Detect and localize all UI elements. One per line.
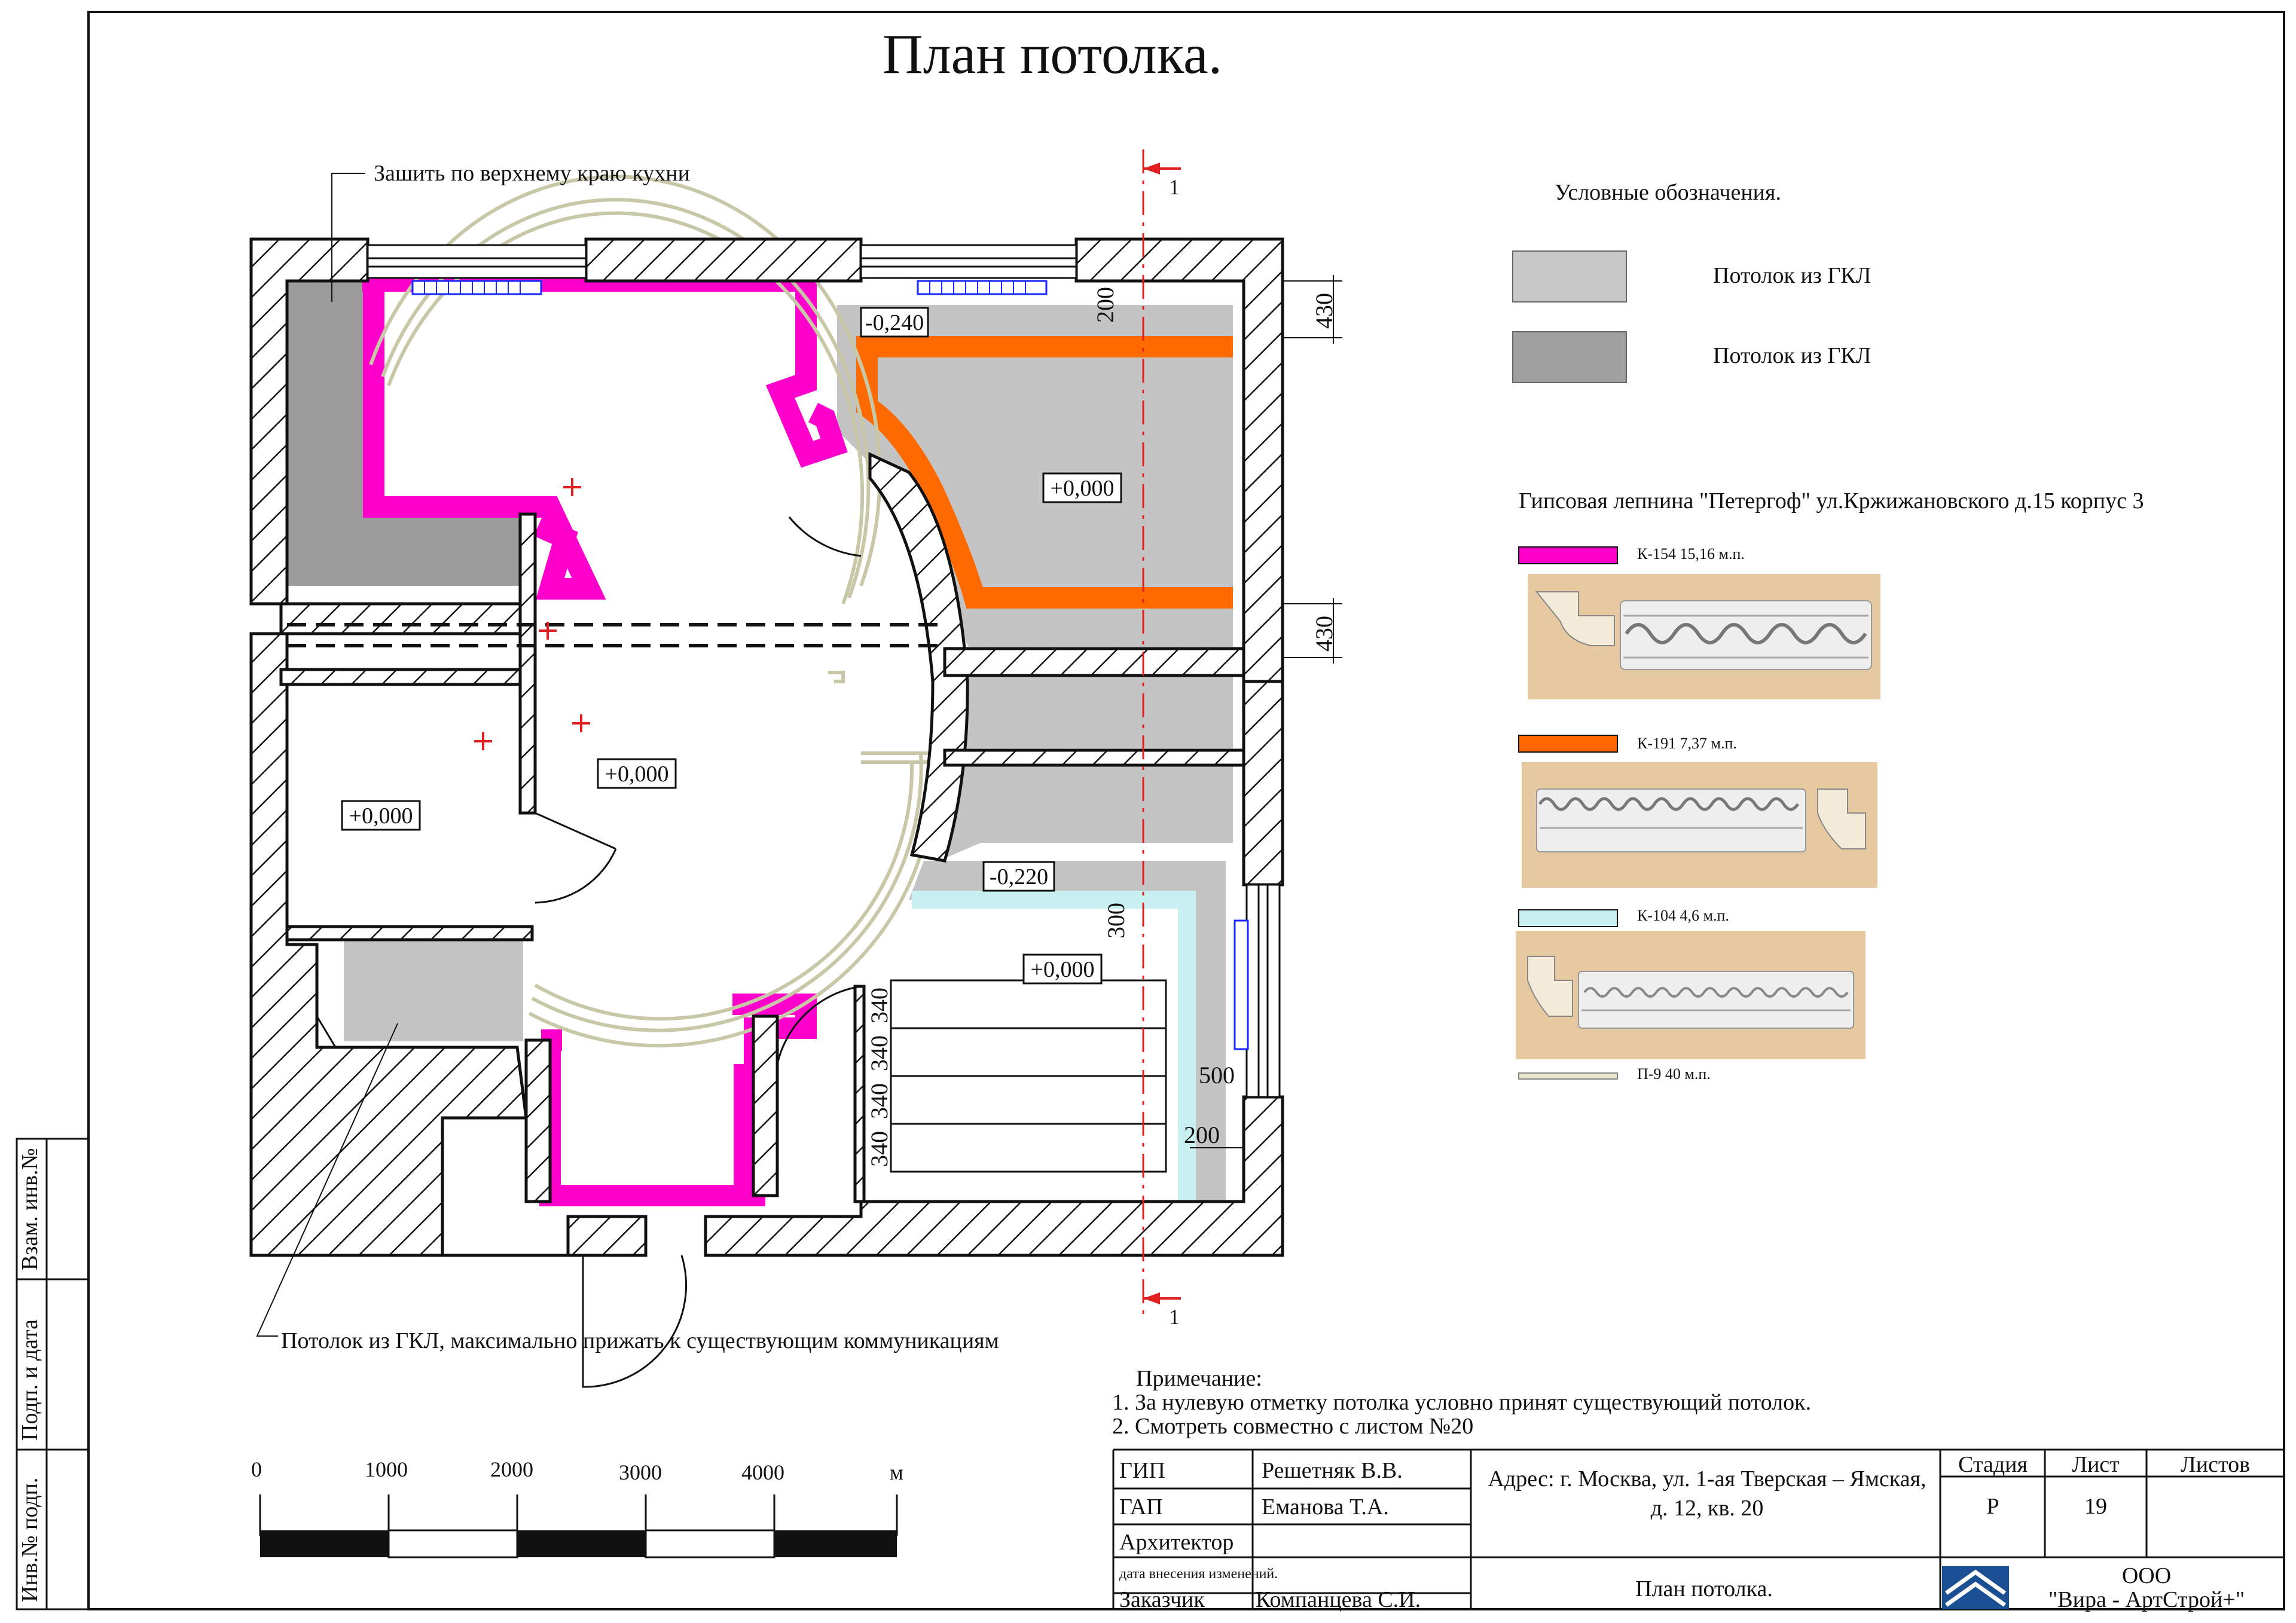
dashed-beam bbox=[287, 623, 945, 647]
scale-label-2000: 2000 bbox=[490, 1457, 533, 1481]
gkl-ceiling-dark bbox=[287, 281, 520, 586]
dim-340-d: 340 bbox=[866, 1131, 893, 1167]
scale-bar: 0 1000 2000 3000 4000 м bbox=[251, 1457, 903, 1558]
tb-sheet-value: 19 bbox=[2084, 1494, 2107, 1519]
tb-client-name: Компанцева С.И. bbox=[1256, 1587, 1421, 1612]
level-room-w: +0,000 bbox=[349, 803, 413, 829]
tb-gip-name: Решетняк В.В. bbox=[1262, 1458, 1403, 1483]
legend-swatch-dark bbox=[1512, 331, 1627, 383]
level-room-ne: +0,000 bbox=[1051, 476, 1115, 501]
level-room-se: +0,000 bbox=[1031, 957, 1095, 982]
light-fixtures bbox=[474, 478, 590, 750]
legend-swatch-light bbox=[1512, 250, 1627, 302]
molding-swatch-p9 bbox=[1518, 1072, 1618, 1080]
tb-gap-role: ГАП bbox=[1119, 1494, 1163, 1520]
molding-k104 bbox=[912, 891, 1196, 1202]
tb-stage-header: Стадия bbox=[1958, 1452, 2028, 1477]
page-title: План потолка. bbox=[883, 23, 1222, 85]
doors bbox=[316, 516, 862, 1388]
side-stamp: Взам. инв.№ Подп. и дата Инв.№ подп. bbox=[16, 1138, 90, 1610]
callout-leaders bbox=[256, 173, 398, 1337]
dim-500: 500 bbox=[1199, 1062, 1235, 1089]
tb-gip-role: ГИП bbox=[1119, 1458, 1165, 1483]
floor-plan: 1 1 -0,240 +0,000 +0,000 +0,000 -0,220 +… bbox=[249, 149, 1342, 1388]
section-mark-bottom: 1 bbox=[1169, 1305, 1180, 1329]
remark-2: 2. Смотреть совместно с листом №20 bbox=[1112, 1414, 1473, 1439]
molding-title: Гипсовая лепнина "Петергоф" ул.Кржижанов… bbox=[1519, 488, 2144, 514]
dim-300: 300 bbox=[1103, 903, 1129, 939]
scale-label-4000: 4000 bbox=[741, 1460, 784, 1484]
stamp-signature-date: Подп. и дата bbox=[17, 1319, 42, 1441]
tb-client-role: Заказчик bbox=[1119, 1587, 1205, 1612]
scale-label-3000: 3000 bbox=[619, 1460, 662, 1484]
tb-sheets-header: Листов bbox=[2181, 1452, 2250, 1477]
legend-title: Условные обозначения. bbox=[1555, 180, 1781, 205]
section-line: 1 1 bbox=[1142, 149, 1181, 1329]
molding-image-k191 bbox=[1522, 762, 1877, 888]
title-block-text: ГИП Решетняк В.В. ГАП Еманова Т.А. Архит… bbox=[1119, 1452, 2250, 1612]
tb-architect-role: Архитектор bbox=[1119, 1530, 1234, 1555]
molding-label-k191: К-191 7,37 м.п. bbox=[1637, 735, 1737, 752]
dimension-lines bbox=[1190, 275, 1342, 1148]
dim-430-top: 430 bbox=[1311, 293, 1338, 329]
callout-top: Зашить по верхнему краю кухни bbox=[374, 161, 690, 186]
molding-image-k104 bbox=[1516, 931, 1866, 1059]
molding-k191 bbox=[856, 336, 1233, 609]
scale-label-0: 0 bbox=[251, 1457, 262, 1481]
tb-change-date-role: дата внесения изменений. bbox=[1119, 1566, 1278, 1582]
scale-label-1000: 1000 bbox=[365, 1457, 408, 1481]
dim-200-top: 200 bbox=[1092, 287, 1119, 323]
dim-340-a: 340 bbox=[866, 988, 893, 1023]
legend-item-1: Потолок из ГКЛ bbox=[1713, 263, 1871, 288]
company-logo bbox=[1942, 1566, 2009, 1609]
dim-200-bottom: 200 bbox=[1184, 1121, 1220, 1148]
callout-bottom: Потолок из ГКЛ, максимально прижать к су… bbox=[281, 1328, 999, 1353]
stamp-inv-original: Инв.№ подп. bbox=[17, 1478, 42, 1602]
stamp-replace-inv: Взам. инв.№ bbox=[17, 1148, 42, 1270]
level-hall: +0,000 bbox=[605, 762, 669, 787]
molding-label-k154: К-154 15,16 м.п. bbox=[1637, 545, 1745, 563]
remarks-title: Примечание: bbox=[1136, 1366, 1262, 1391]
tb-company-line2: "Вира - АртСтрой+" bbox=[2048, 1587, 2245, 1612]
molding-label-k104: К-104 4,6 м.п. bbox=[1637, 907, 1729, 924]
dim-430-mid: 430 bbox=[1311, 616, 1338, 652]
dim-340-b: 340 bbox=[866, 1035, 893, 1071]
radiators bbox=[411, 280, 1249, 1050]
tb-sheet-title: План потолка. bbox=[1635, 1576, 1773, 1601]
tb-sheet-header: Лист bbox=[2072, 1452, 2120, 1477]
sheet-frame bbox=[87, 11, 2285, 1610]
level-minus-0240: -0,240 bbox=[865, 310, 924, 335]
legend: Условные обозначения. Потолок из ГКЛ Пот… bbox=[1512, 180, 2144, 1083]
molding-swatch-k191 bbox=[1518, 735, 1618, 753]
section-mark-top: 1 bbox=[1169, 175, 1180, 199]
windows bbox=[367, 244, 1281, 1098]
molding-swatch-k154 bbox=[1518, 546, 1618, 564]
level-labels: -0,240 +0,000 +0,000 +0,000 -0,220 +0,00… bbox=[341, 307, 1122, 985]
molding-swatch-k104 bbox=[1518, 909, 1618, 927]
level-minus-0220: -0,220 bbox=[990, 864, 1048, 890]
shelves bbox=[890, 979, 1167, 1173]
molding-image-k154 bbox=[1528, 574, 1880, 699]
tb-gap-name: Еманова Т.А. bbox=[1262, 1494, 1389, 1520]
tb-company-line1: ООО bbox=[2122, 1563, 2171, 1588]
molding-label-p9: П-9 40 м.п. bbox=[1637, 1065, 1711, 1083]
scale-unit: м bbox=[890, 1460, 903, 1484]
legend-item-2: Потолок из ГКЛ bbox=[1713, 343, 1871, 368]
remark-1: 1. За нулевую отметку потолка условно пр… bbox=[1112, 1390, 1811, 1415]
dim-340-c: 340 bbox=[866, 1083, 893, 1119]
tb-stage-value: Р bbox=[1986, 1494, 1999, 1519]
remarks: Примечание: 1. За нулевую отметку потолк… bbox=[1112, 1366, 1811, 1439]
tb-address: Адрес: г. Москва, ул. 1-ая Тверская – Ям… bbox=[1488, 1466, 1926, 1521]
title-block bbox=[1112, 1448, 2284, 1609]
